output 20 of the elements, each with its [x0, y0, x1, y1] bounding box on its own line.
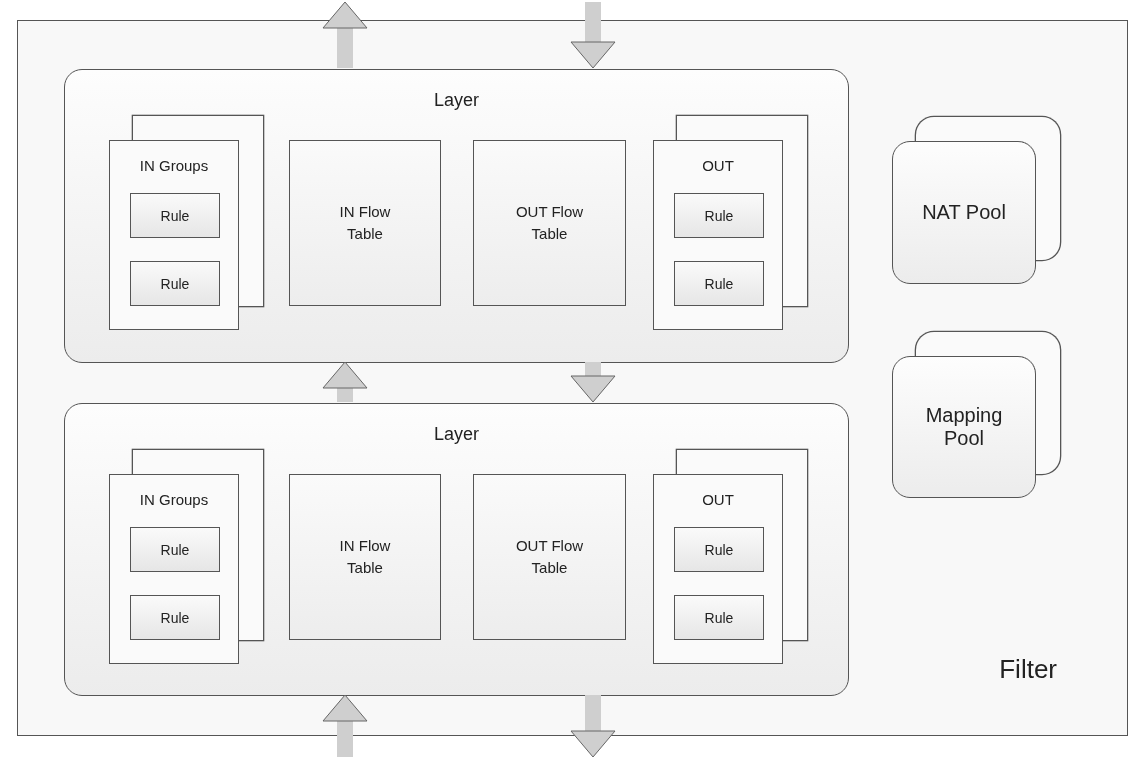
flow-table-box: OUT Flow Table	[473, 140, 626, 306]
group-title: OUT	[702, 491, 734, 508]
filter-label: Filter	[999, 654, 1057, 685]
layer-title: Layer	[434, 424, 479, 445]
filter-frame	[17, 20, 1128, 736]
layer-panel	[64, 69, 849, 363]
flow-table-box: IN Flow Table	[289, 474, 441, 640]
layer-title: Layer	[434, 90, 479, 111]
block-arrow	[570, 695, 616, 758]
group-title: IN Groups	[139, 157, 209, 174]
block-arrow	[570, 2, 616, 69]
block-arrow	[570, 362, 616, 403]
block-arrow	[322, 1, 368, 68]
block-arrow	[322, 694, 368, 757]
flow-table-box: IN Flow Table	[289, 140, 441, 306]
layer-panel	[64, 403, 849, 696]
block-arrow	[322, 361, 368, 402]
group-title: OUT	[702, 157, 734, 174]
flow-table-box: OUT Flow Table	[473, 474, 626, 640]
group-title: IN Groups	[139, 491, 209, 508]
